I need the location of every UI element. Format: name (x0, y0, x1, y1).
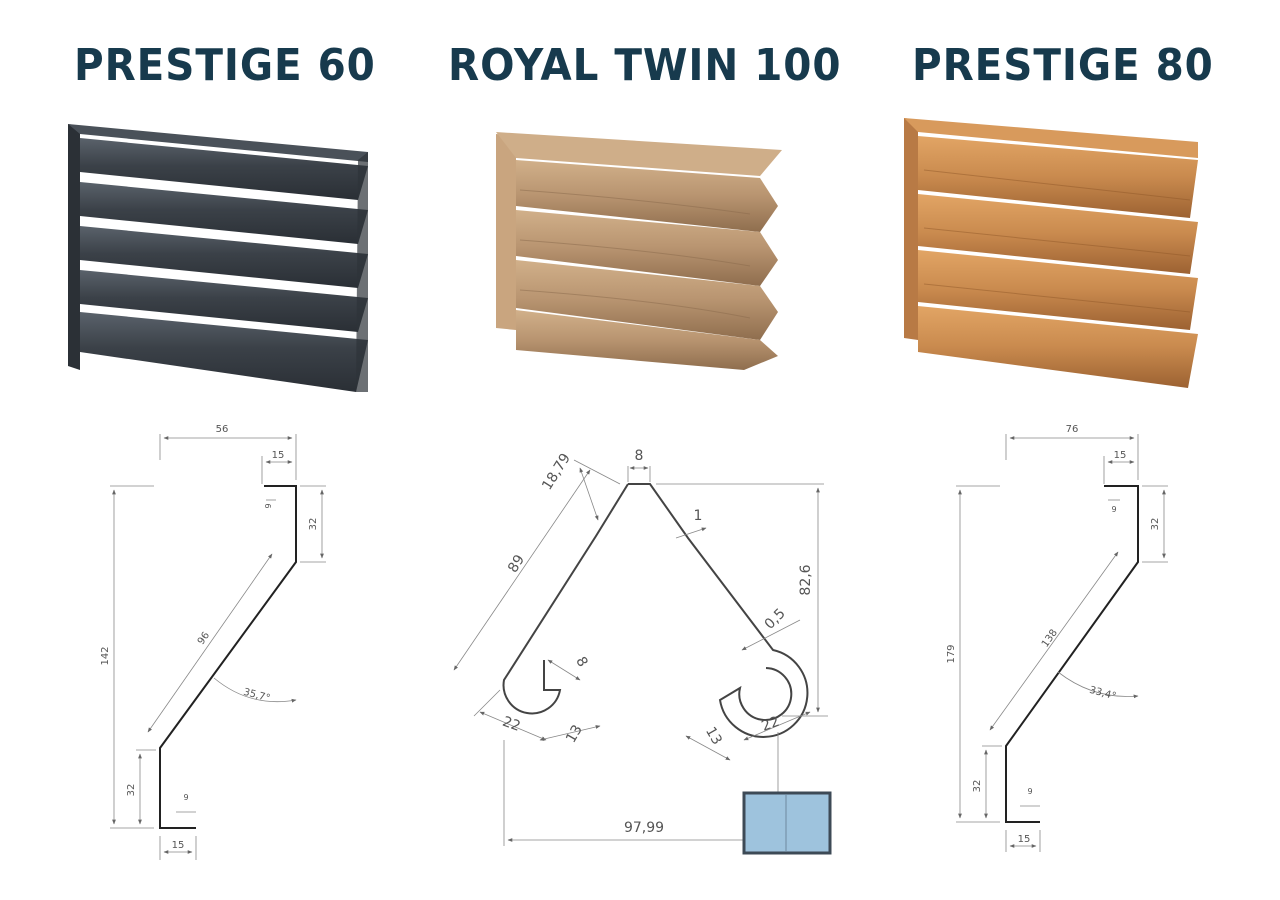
top-rail (496, 132, 782, 176)
dim-top-return: 15 (1114, 450, 1127, 461)
prestige-60-drawing (110, 434, 326, 860)
prestige-80-render (904, 118, 1198, 388)
louver-slats (918, 136, 1198, 388)
dim-width: 56 (216, 424, 229, 435)
dim-total: 179 (946, 644, 957, 663)
dim-top-inner: 9 (1111, 505, 1116, 514)
royal-twin-100-drawing (453, 459, 828, 846)
profile-outline (1005, 485, 1139, 823)
dim-bottom-inner: 9 (1027, 787, 1032, 796)
dim-side: 89 (505, 552, 528, 576)
profile-outline-left (502, 483, 629, 715)
product-title-prestige-80: PRESTIGE 80 (912, 40, 1214, 91)
louver-slats (80, 138, 368, 392)
dim-width: 97,99 (624, 820, 664, 836)
dim-bottom-height: 32 (126, 784, 137, 797)
profile-outline (159, 485, 297, 829)
dim-angle: 35,7° (242, 687, 271, 705)
dim-total: 142 (100, 646, 111, 665)
product-title-prestige-60: PRESTIGE 60 (74, 40, 376, 91)
royal-twin-100-render (496, 132, 782, 370)
dim-top-height: 32 (1150, 518, 1161, 531)
dim-angle: 33,4° (1088, 685, 1117, 703)
dim-notch: 1 (694, 508, 703, 524)
dim-hook-right: 22 (760, 714, 782, 735)
dim-top-inner: 9 (264, 503, 273, 508)
dim-thickness: 0,5 (762, 606, 789, 633)
frame-post (904, 118, 918, 340)
dim-bottom-return: 15 (172, 840, 185, 851)
dim-width: 76 (1066, 424, 1079, 435)
product-title-royal-twin-100: ROYAL TWIN 100 (448, 40, 842, 91)
dim-height: 82,6 (798, 564, 814, 595)
highlight-box (742, 791, 832, 855)
dim-hook-depth-left: 13 (563, 722, 586, 745)
frame-post (68, 124, 80, 370)
prestige-60-render (68, 124, 368, 392)
dim-hook-inner: 8 (572, 654, 590, 670)
frame-post (496, 134, 516, 330)
dim-blade: 138 (1040, 628, 1060, 650)
dim-top-height: 32 (308, 518, 319, 531)
dim-bottom-height: 32 (972, 780, 983, 793)
prestige-80-drawing (956, 434, 1168, 852)
dim-side-top: 18,79 (539, 451, 574, 493)
dim-blade: 96 (196, 630, 212, 647)
dim-bottom-return: 15 (1018, 834, 1031, 845)
dim-top-flat: 8 (635, 448, 644, 464)
profile-outline (628, 483, 809, 738)
top-rail (904, 118, 1198, 158)
top-rail (68, 124, 368, 162)
dim-hook-depth-right: 13 (702, 724, 725, 747)
dim-bottom-inner: 9 (183, 793, 188, 802)
louver-slats (516, 160, 778, 370)
dim-top-return: 15 (272, 450, 285, 461)
dim-hook-left: 22 (500, 714, 522, 735)
